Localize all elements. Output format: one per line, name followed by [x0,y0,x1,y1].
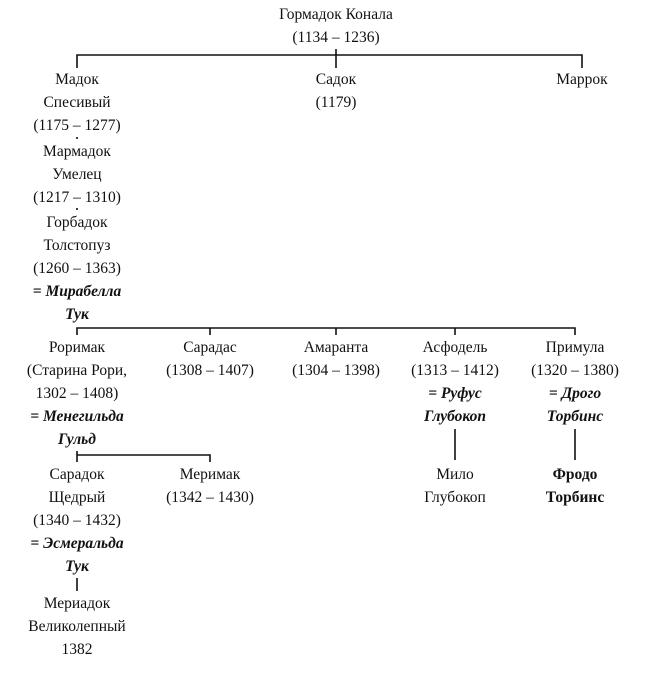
person-epithet: Великолепный [28,618,126,635]
person-name: Маррок [556,71,608,88]
person-name: Мериадок [43,595,111,612]
spouse-name: = Менегильда [30,408,124,425]
person-name: Сарадок [49,466,105,483]
node-amaranta: Амаранта (1304 – 1398) [274,336,398,382]
person-dates: (1175 – 1277) [33,117,121,134]
node-asfodel: Асфодель (1313 – 1412) = Руфус Глубокоп [393,336,517,428]
person-dates: (1217 – 1310) [33,189,121,206]
person-dates: 1302 – 1408) [35,385,119,402]
person-dates: (1340 – 1432) [33,512,121,529]
person-epithet: (Старина Рори, [26,362,128,379]
person-name: Асфодель [422,339,488,356]
person-epithet: Спесивый [43,94,111,111]
person-name: Роримак [48,339,106,356]
node-madok: Мадок Спесивый (1175 – 1277) [15,68,139,137]
spouse-name: = Дрого [548,385,602,402]
spouse-name: Гульд [58,431,96,448]
person-name: Примула [545,339,605,356]
person-dates: (1134 – 1236) [292,29,380,46]
node-marmadok: Мармадок Умелец (1217 – 1310) [15,140,139,209]
spouse-name: = Мирабелла [32,283,122,300]
person-name: Фродо [552,466,598,483]
spouse-name: = Эсмеральда [30,535,124,552]
person-dates: (1320 – 1380) [531,362,619,379]
person-dates: (1260 – 1363) [33,260,121,277]
node-rorimak: Роримак (Старина Рори, 1302 – 1408) = Ме… [15,336,139,451]
person-name: Меримак [179,466,241,483]
node-frodo: Фродо Торбинс [513,463,637,509]
spouse-name: = Руфус [428,385,482,402]
person-dates: (1179) [315,94,357,111]
person-epithet: Умелец [52,166,102,183]
person-surname: Торбинс [545,489,605,506]
person-name: Мармадок [43,143,111,160]
person-name: Горбадок [46,214,108,231]
person-name: Садок [315,71,357,88]
person-name: Амаранта [303,339,369,356]
connector [76,54,583,68]
node-milo: Мило Глубокоп [393,463,517,509]
person-name: Мило [436,466,474,483]
person-dates: 1382 [61,641,93,658]
person-name: Гормадок Конала [279,6,393,23]
person-dates: (1308 – 1407) [166,362,254,379]
person-dates: (1342 – 1430) [166,489,254,506]
spouse-name: Торбинс [546,408,604,425]
person-surname: Глубокоп [424,489,486,506]
connector [77,454,211,462]
node-merimak: Меримак (1342 – 1430) [148,463,272,509]
node-sadok: Садок (1179) [274,68,398,114]
spouse-name: Глубокоп [423,408,487,425]
node-gorbadok: Горбадок Толстопуз (1260 – 1363) = Мираб… [15,211,139,326]
connector [76,327,576,335]
person-epithet: Толстопуз [43,237,111,254]
person-dates: (1313 – 1412) [411,362,499,379]
node-primula: Примула (1320 – 1380) = Дрого Торбинс [513,336,637,428]
person-epithet: Щедрый [48,489,106,506]
node-saradas: Сарадас (1308 – 1407) [148,336,272,382]
node-saradok: Сарадок Щедрый (1340 – 1432) = Эсмеральд… [15,463,139,578]
node-gormadok: Гормадок Конала (1134 – 1236) [256,3,416,49]
spouse-name: Тук [65,558,89,575]
person-name: Мадок [55,71,99,88]
node-marrok: Маррок [520,68,644,91]
spouse-name: Тук [65,306,89,323]
person-dates: (1304 – 1398) [292,362,380,379]
node-meriadok: Мериадок Великолепный 1382 [15,592,139,661]
person-name: Сарадас [183,339,237,356]
